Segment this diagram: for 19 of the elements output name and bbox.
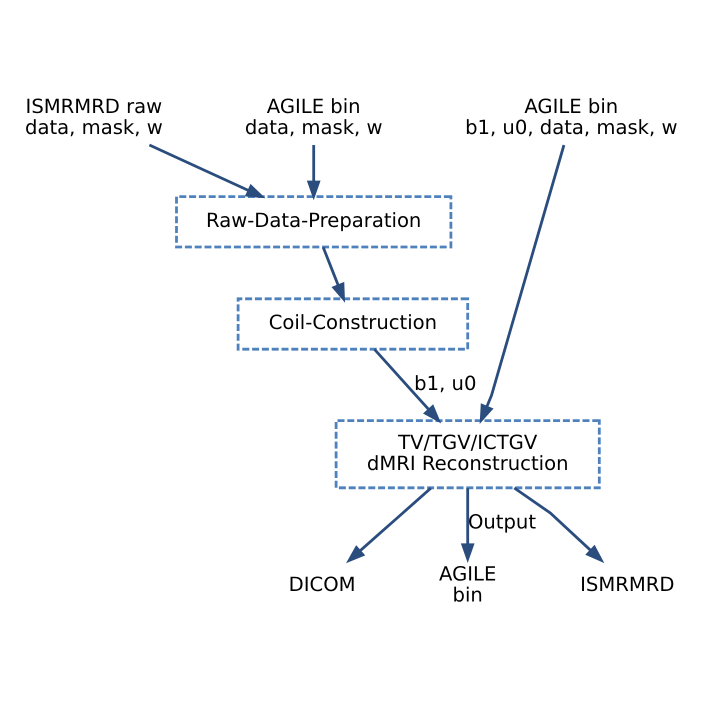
node-text: AGILE bin [439, 562, 496, 606]
arrow [480, 144, 566, 424]
arrow [306, 145, 321, 200]
node-text: ISMRMRD raw data, mask, w [25, 94, 163, 139]
node-text: AGILE bin b1, u0, data, mask, w [465, 94, 678, 139]
arrow [346, 487, 432, 564]
arrow [322, 246, 346, 303]
arrow [460, 488, 475, 564]
node-text: ISMRMRD [580, 572, 674, 596]
node-box: TV/TGV/ICTGV dMRI Reconstruction [334, 419, 601, 490]
node-text: DICOM [288, 572, 356, 596]
arrow [514, 486, 604, 564]
edge-label: b1, u0 [414, 372, 476, 396]
arrow [373, 348, 442, 424]
edge-label: Output [468, 510, 536, 534]
node-box: Coil-Construction [236, 297, 470, 351]
node-box: Raw-Data-Preparation [175, 195, 452, 248]
arrow [148, 144, 266, 198]
node-text: AGILE bin data, mask, w [244, 94, 383, 139]
